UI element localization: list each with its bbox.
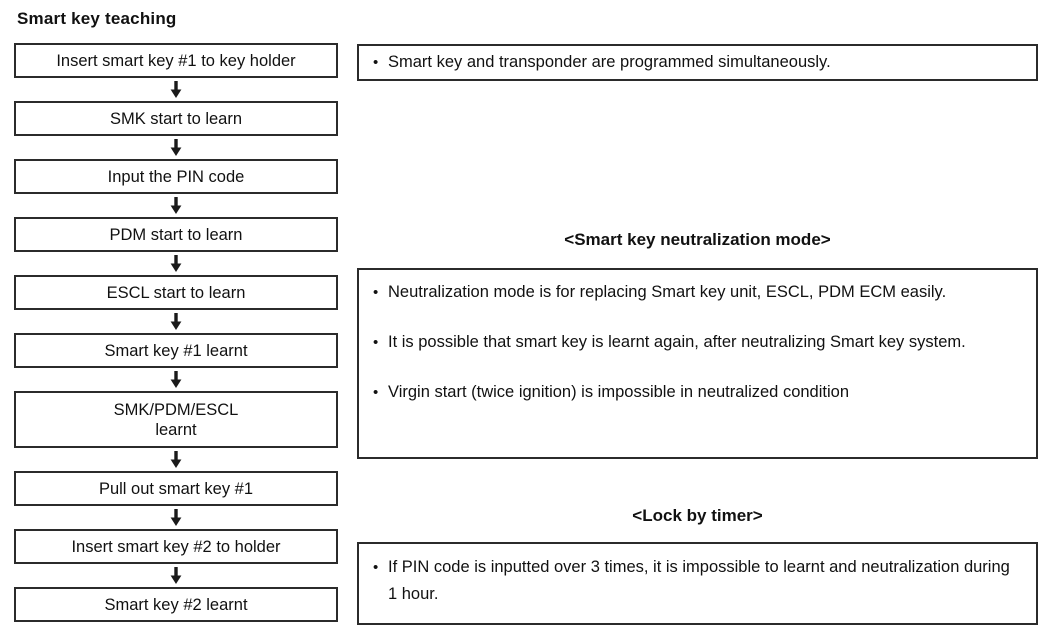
flow-step-input-pin: Input the PIN code [14, 159, 338, 194]
note-bullet: • Virgin start (twice ignition) is impos… [373, 379, 1020, 406]
page-title: Smart key teaching [17, 9, 177, 28]
note-bullet: • Neutralization mode is for replacing S… [373, 279, 1020, 306]
bullet-icon: • [373, 384, 379, 401]
section-heading-lock-by-timer: <Lock by timer> [632, 506, 763, 525]
flow-step-key1-learnt: Smart key #1 learnt [14, 333, 338, 368]
note-bullet: • Smart key and transponder are programm… [373, 49, 1022, 76]
flow-step-pull-out-key1: Pull out smart key #1 [14, 471, 338, 506]
down-arrow-icon [14, 564, 338, 587]
note-bullet: • It is possible that smart key is learn… [373, 329, 1020, 356]
down-arrow-icon [14, 368, 338, 391]
flow-step-pdm-learn: PDM start to learn [14, 217, 338, 252]
down-arrow-icon [14, 506, 338, 529]
note-text: It is possible that smart key is learnt … [388, 333, 966, 351]
flow-step-key2-learnt: Smart key #2 learnt [14, 587, 338, 622]
down-arrow-icon [14, 136, 338, 159]
note-text: Smart key and transponder are programmed… [388, 53, 831, 71]
bullet-icon: • [373, 559, 379, 576]
note-text: If PIN code is inputted over 3 times, it… [388, 558, 1010, 603]
flowchart: Insert smart key #1 to key holder SMK st… [14, 43, 338, 622]
flow-step-insert-key2: Insert smart key #2 to holder [14, 529, 338, 564]
section-heading-neutralization: <Smart key neutralization mode> [564, 230, 831, 249]
note-text: Virgin start (twice ignition) is impossi… [388, 383, 849, 401]
note-text: Neutralization mode is for replacing Sma… [388, 283, 947, 301]
note-bullet: • If PIN code is inputted over 3 times, … [373, 554, 1020, 608]
note-box-lock-by-timer: • If PIN code is inputted over 3 times, … [357, 542, 1038, 625]
bullet-icon: • [373, 334, 379, 351]
bullet-icon: • [373, 54, 379, 71]
down-arrow-icon [14, 78, 338, 101]
flow-step-insert-key1: Insert smart key #1 to key holder [14, 43, 338, 78]
flow-step-smk-pdm-escl-learnt: SMK/PDM/ESCL learnt [14, 391, 338, 448]
flow-step-smk-learn: SMK start to learn [14, 101, 338, 136]
bullet-icon: • [373, 284, 379, 301]
down-arrow-icon [14, 310, 338, 333]
down-arrow-icon [14, 252, 338, 275]
note-box-neutralization: • Neutralization mode is for replacing S… [357, 268, 1038, 459]
flow-step-escl-learn: ESCL start to learn [14, 275, 338, 310]
down-arrow-icon [14, 194, 338, 217]
note-box-programming: • Smart key and transponder are programm… [357, 44, 1038, 81]
down-arrow-icon [14, 448, 338, 471]
